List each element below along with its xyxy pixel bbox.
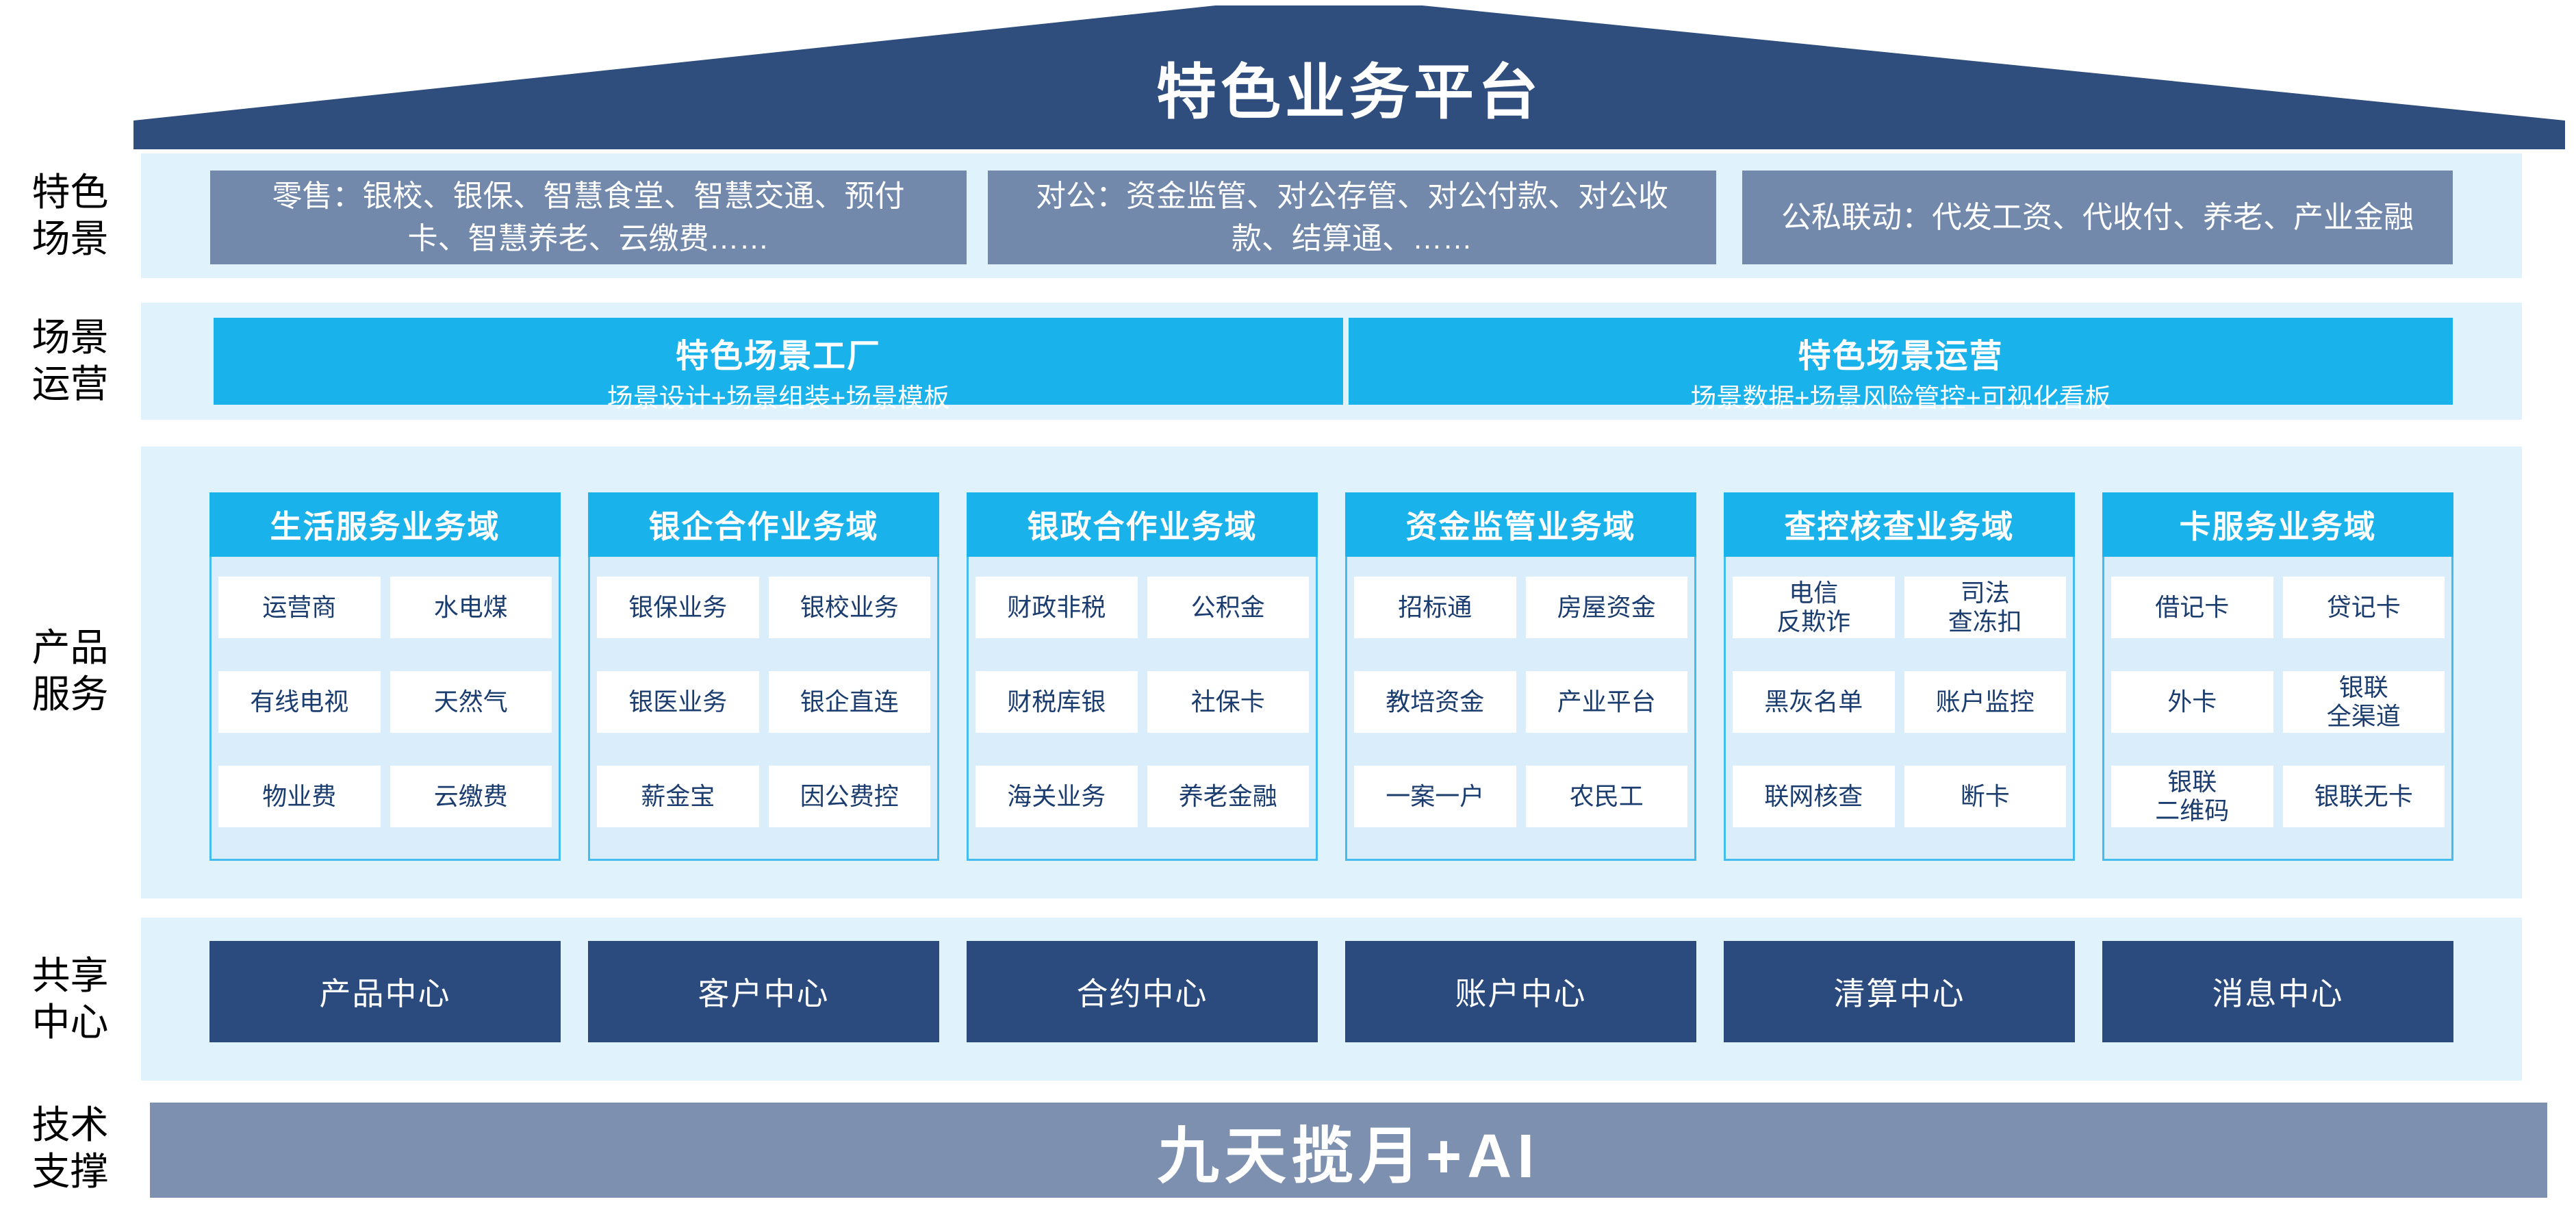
center-box-message: 消息中心: [2102, 941, 2453, 1042]
product-cell: 公积金: [1147, 577, 1309, 638]
product-column-card-services: 卡服务业务域 借记卡 贷记卡 外卡 银联 全渠道 银联 二维码 银联无卡: [2102, 492, 2453, 861]
product-column-header: 银政合作业务域: [967, 492, 1318, 557]
product-cell: 银保业务: [597, 577, 759, 638]
product-column-body: 电信 反欺诈 司法 查冻扣 黑灰名单 账户监控 联网核查 断卡: [1724, 557, 2075, 861]
side-label-products: 产品 服务: [31, 626, 109, 716]
product-column-body: 运营商 水电煤 有线电视 天然气 物业费 云缴费: [209, 557, 561, 861]
product-cell: 水电煤: [390, 577, 552, 638]
product-cell: 电信 反欺诈: [1733, 577, 1895, 638]
product-cell: 有线电视: [218, 671, 381, 733]
product-cell: 财政非税: [975, 577, 1138, 638]
product-cell: 社保卡: [1147, 671, 1309, 733]
operation-box-title: 特色场景工厂: [675, 338, 881, 375]
product-column-header: 银企合作业务域: [588, 492, 939, 557]
product-cell: 农民工: [1525, 766, 1687, 827]
product-cell: 银联 二维码: [2111, 766, 2273, 827]
scenario-box-public-private: 公私联动：代发工资、代收付、养老、产业金融: [1742, 171, 2453, 264]
product-cell: 银企直连: [768, 671, 930, 733]
side-label-shared-center: 共享 中心: [31, 954, 109, 1044]
page-title: 特色业务平台: [1156, 58, 1542, 126]
product-cell: 断卡: [1904, 766, 2066, 827]
product-cell: 银医业务: [597, 671, 759, 733]
operation-box-scene-operation: 特色场景运营 场景数据+场景风险管控+可视化看板: [1349, 318, 2453, 413]
roof-banner: 特色业务平台: [133, 5, 2565, 149]
product-cell: 银联无卡: [2282, 766, 2445, 827]
center-box-account: 账户中心: [1345, 941, 1696, 1042]
operation-box-subtitle: 场景数据+场景风险管控+可视化看板: [1690, 384, 2111, 413]
product-cell: 因公费控: [768, 766, 930, 827]
product-cell: 外卡: [2111, 671, 2273, 733]
product-column-header: 卡服务业务域: [2102, 492, 2453, 557]
center-box-customer: 客户中心: [588, 941, 939, 1042]
product-cell: 银校业务: [768, 577, 930, 638]
product-column-inspection: 查控核查业务域 电信 反欺诈 司法 查冻扣 黑灰名单 账户监控 联网核查 断卡: [1724, 492, 2075, 861]
product-column-life-services: 生活服务业务域 运营商 水电煤 有线电视 天然气 物业费 云缴费: [209, 492, 561, 861]
product-column-body: 借记卡 贷记卡 外卡 银联 全渠道 银联 二维码 银联无卡: [2102, 557, 2453, 861]
product-cell: 账户监控: [1904, 671, 2066, 733]
product-column-bank-enterprise: 银企合作业务域 银保业务 银校业务 银医业务 银企直连 薪金宝 因公费控: [588, 492, 939, 861]
product-cell: 司法 查冻扣: [1904, 577, 2066, 638]
scenario-box-retail: 零售：银校、银保、智慧食堂、智慧交通、预付 卡、智慧养老、云缴费……: [210, 171, 967, 264]
operation-box-scene-factory: 特色场景工厂 场景设计+场景组装+场景模板: [214, 318, 1343, 413]
side-label-operations: 场景 运营: [31, 316, 109, 405]
product-cell: 海关业务: [975, 766, 1138, 827]
product-cell: 运营商: [218, 577, 381, 638]
product-column-header: 生活服务业务域: [209, 492, 561, 557]
product-cell: 房屋资金: [1525, 577, 1687, 638]
product-column-header: 查控核查业务域: [1724, 492, 2075, 557]
side-label-tech-support: 技术 支撑: [31, 1103, 109, 1193]
product-column-bank-government: 银政合作业务域 财政非税 公积金 财税库银 社保卡 海关业务 养老金融: [967, 492, 1318, 861]
product-column-body: 招标通 房屋资金 教培资金 产业平台 一案一户 农民工: [1345, 557, 1696, 861]
product-cell: 养老金融: [1147, 766, 1309, 827]
product-column-body: 财政非税 公积金 财税库银 社保卡 海关业务 养老金融: [967, 557, 1318, 861]
operation-box-title: 特色场景运营: [1798, 338, 2004, 375]
product-cell: 贷记卡: [2282, 577, 2445, 638]
side-label-scenarios: 特色 场景: [31, 171, 109, 260]
product-cell: 借记卡: [2111, 577, 2273, 638]
product-cell: 产业平台: [1525, 671, 1687, 733]
product-cell: 一案一户: [1354, 766, 1516, 827]
center-box-contract: 合约中心: [967, 941, 1318, 1042]
tech-support-label: 九天揽月+AI: [1157, 1122, 1540, 1191]
product-cell: 教培资金: [1354, 671, 1516, 733]
scenario-box-corporate: 对公：资金监管、对公存管、对公付款、对公收 款、结算通、……: [988, 171, 1716, 264]
product-cell: 联网核查: [1733, 766, 1895, 827]
product-cell: 物业费: [218, 766, 381, 827]
product-cell: 银联 全渠道: [2282, 671, 2445, 733]
center-box-product: 产品中心: [209, 941, 561, 1042]
tech-support-band: 九天揽月+AI: [150, 1103, 2547, 1198]
product-cell: 黑灰名单: [1733, 671, 1895, 733]
product-column-fund-supervision: 资金监管业务域 招标通 房屋资金 教培资金 产业平台 一案一户 农民工: [1345, 492, 1696, 861]
product-cell: 招标通: [1354, 577, 1516, 638]
product-column-header: 资金监管业务域: [1345, 492, 1696, 557]
operation-box-subtitle: 场景设计+场景组装+场景模板: [607, 384, 950, 413]
product-cell: 云缴费: [390, 766, 552, 827]
product-cell: 财税库银: [975, 671, 1138, 733]
product-column-body: 银保业务 银校业务 银医业务 银企直连 薪金宝 因公费控: [588, 557, 939, 861]
product-cell: 天然气: [390, 671, 552, 733]
center-box-clearing: 清算中心: [1724, 941, 2075, 1042]
product-cell: 薪金宝: [597, 766, 759, 827]
